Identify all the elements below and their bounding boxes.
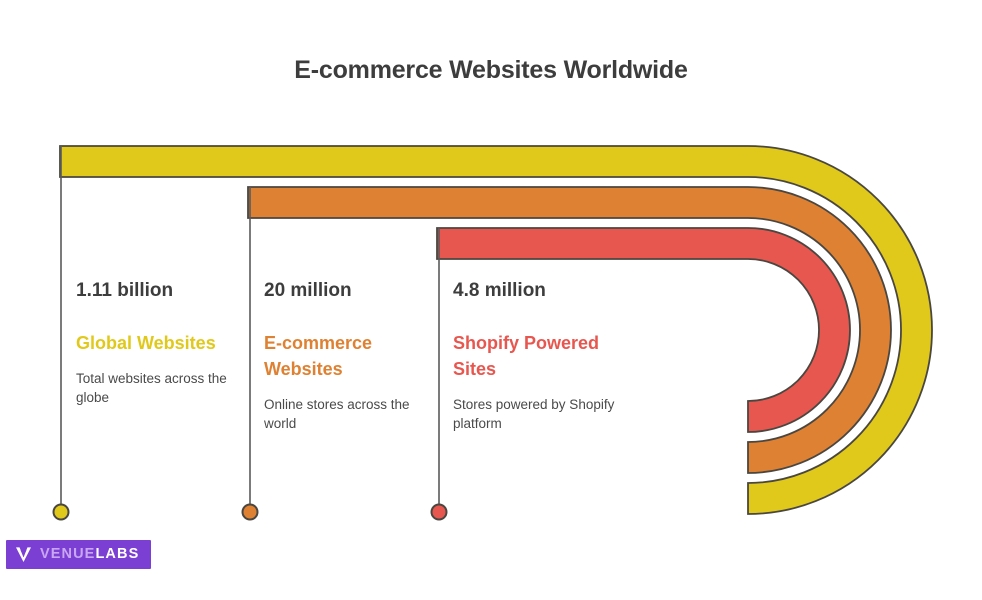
stat-label: Global Websites — [76, 333, 216, 353]
stat-description: Online stores across the world — [264, 397, 410, 431]
ribbon-ecommerce-websites — [247, 186, 892, 474]
venuelabs-chevron-v-icon — [15, 547, 32, 563]
ribbon-shopify-powered-sites — [436, 227, 851, 433]
logo-text-labs: LABS — [95, 546, 140, 563]
stat-description: Stores powered by Shopify platform — [453, 397, 615, 431]
ribbon-global-websites — [59, 145, 933, 515]
stat-value: 1.11 billion — [76, 280, 174, 301]
stat-column-ecommerce-websites: 20 million E-commerce Websites Online st… — [264, 280, 439, 433]
venuelabs-logo: VENUELABS — [6, 540, 152, 569]
logo-text-venue: VENUE — [40, 546, 96, 563]
end-dot-ecommerce-websites — [241, 503, 259, 521]
page-title: E-commerce Websites Worldwide — [294, 56, 688, 84]
stat-description: Total websites across the globe — [76, 371, 227, 405]
stat-column-global-websites: 1.11 billion Global Websites Total websi… — [76, 280, 251, 407]
end-dot-global-websites — [52, 503, 70, 521]
stat-column-shopify-powered-sites: 4.8 million Shopify Powered Sites Stores… — [453, 280, 628, 433]
end-dot-shopify-powered-sites — [430, 503, 448, 521]
stat-value: 4.8 million — [453, 280, 546, 301]
stat-value: 20 million — [264, 280, 352, 301]
stat-label: E-commerce Websites — [264, 333, 373, 379]
stat-columns: 1.11 billion Global Websites Total websi… — [0, 280, 700, 455]
stat-label: Shopify Powered Sites — [453, 333, 600, 379]
